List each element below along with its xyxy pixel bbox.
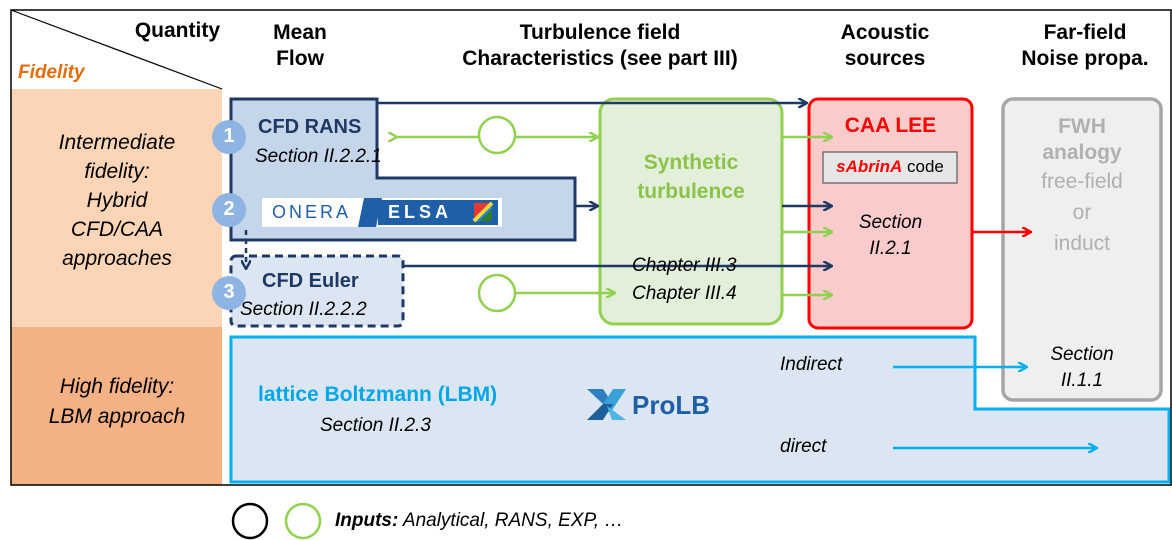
- synthetic-chapter-4: Chapter III.4: [632, 283, 737, 304]
- caa-section: Section II.2.1: [858, 212, 923, 259]
- elsa-logo-text: ELSA: [388, 202, 453, 222]
- badge-1: 1: [223, 125, 235, 147]
- lbm-direct-label: direct: [780, 436, 827, 457]
- cfd-rans-section: Section II.2.2.1: [255, 146, 382, 167]
- badge-1-circle: [212, 120, 246, 154]
- row-label-intermediate: Intermediate fidelity: Hybrid CFD/CAA ap…: [58, 131, 176, 270]
- lbm-title: lattice Boltzmann (LBM): [258, 383, 498, 406]
- sabrina-code-label: sAbrinA code: [823, 157, 957, 177]
- fidelity-column-high-bg: [11, 327, 222, 485]
- outer-frame: [10, 9, 1172, 486]
- synthetic-turbulence-box: [598, 97, 784, 326]
- badge-2-circle: [212, 193, 246, 227]
- header-quantity: Quantity: [134, 19, 220, 42]
- header-turbulence: Turbulence field Characteristics (see pa…: [462, 21, 738, 70]
- badge-2: 2: [223, 198, 235, 220]
- badge-3-circle: [212, 276, 246, 310]
- header-diagonal: [10, 9, 223, 90]
- legend-circle-black: [231, 502, 269, 540]
- prolb-logo-text: ProLB: [632, 390, 710, 420]
- cfd-euler-section: Section II.2.2.2: [240, 299, 367, 320]
- fwh-section: Section II.1.1: [1050, 344, 1114, 391]
- onera-logo-text: ONERA: [272, 202, 352, 222]
- badge-3: 3: [223, 281, 235, 303]
- fwh-title: FWH analogy: [1042, 115, 1122, 164]
- input-circle-rans: [477, 115, 517, 155]
- prolb-logo-icon: [587, 389, 626, 420]
- header-fidelity: Fidelity: [18, 62, 85, 83]
- onera-elsa-logo: [262, 198, 502, 227]
- lbm-region: [229, 335, 1171, 484]
- sabrina-code-suffix: code: [906, 157, 944, 176]
- synthetic-turbulence-title: Synthetic turbulence: [637, 151, 745, 203]
- synthetic-chapter-3: Chapter III.3: [632, 255, 737, 276]
- header-mean-flow: Mean Flow: [273, 21, 327, 70]
- fwh-box: [1001, 97, 1163, 402]
- legend-inputs-label: Inputs:: [335, 510, 399, 531]
- elsa-rainbow-icon: [472, 201, 494, 223]
- sabrina-name: sAbrinA: [836, 157, 903, 176]
- legend-inputs-text: Analytical, RANS, EXP, …: [402, 510, 624, 531]
- lbm-section: Section II.2.3: [320, 415, 431, 436]
- header-farfield: Far-field Noise propa.: [1021, 21, 1149, 70]
- sabrina-code-box: [822, 151, 958, 184]
- cfd-rans-title: CFD RANS: [258, 116, 362, 138]
- lbm-indirect-label: Indirect: [780, 354, 843, 375]
- legend-circle-green: [284, 502, 322, 540]
- input-circle-euler: [477, 273, 517, 313]
- row-label-high: High fidelity: LBM approach: [48, 375, 186, 428]
- caa-title: CAA LEE: [844, 114, 937, 137]
- cfd-euler-title: CFD Euler: [262, 270, 359, 292]
- fwh-lines: free-field or induct: [1041, 170, 1123, 255]
- fidelity-column-intermediate-bg: [11, 89, 222, 327]
- header-acoustic-sources: Acoustic sources: [840, 21, 930, 70]
- legend-inputs: Inputs: Analytical, RANS, EXP, …: [335, 510, 623, 532]
